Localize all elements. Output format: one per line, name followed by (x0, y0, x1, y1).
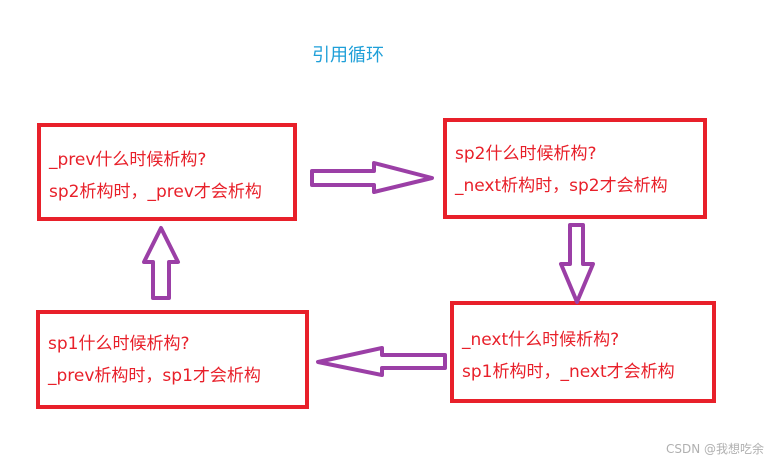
box-prev-question: _prev什么时候析构? (49, 150, 207, 170)
box-prev-destruct: _prev什么时候析构? sp2析构时，_prev才会析构 (37, 123, 297, 221)
arrow-right-icon (310, 161, 434, 194)
box-next-answer: sp1析构时，_next才会析构 (462, 362, 675, 382)
box-next-destruct: _next什么时候析构? sp1析构时，_next才会析构 (450, 301, 716, 403)
diagram-title: 引用循环 (312, 45, 384, 66)
arrow-down-icon (559, 223, 595, 304)
arrow-left-icon (316, 346, 447, 377)
box-sp1-destruct: sp1什么时候析构? _prev析构时，sp1才会析构 (36, 310, 309, 409)
csdn-watermark: CSDN @我想吃余 (665, 442, 764, 456)
box-sp1-question: sp1什么时候析构? (48, 334, 190, 354)
arrow-up-icon (142, 226, 180, 300)
box-sp1-answer: _prev析构时，sp1才会析构 (48, 366, 261, 386)
box-sp2-question: sp2什么时候析构? (455, 144, 597, 164)
box-sp2-answer: _next析构时，sp2才会析构 (455, 176, 668, 196)
box-prev-answer: sp2析构时，_prev才会析构 (49, 182, 262, 202)
box-sp2-destruct: sp2什么时候析构? _next析构时，sp2才会析构 (443, 118, 707, 219)
box-next-question: _next什么时候析构? (462, 330, 620, 350)
